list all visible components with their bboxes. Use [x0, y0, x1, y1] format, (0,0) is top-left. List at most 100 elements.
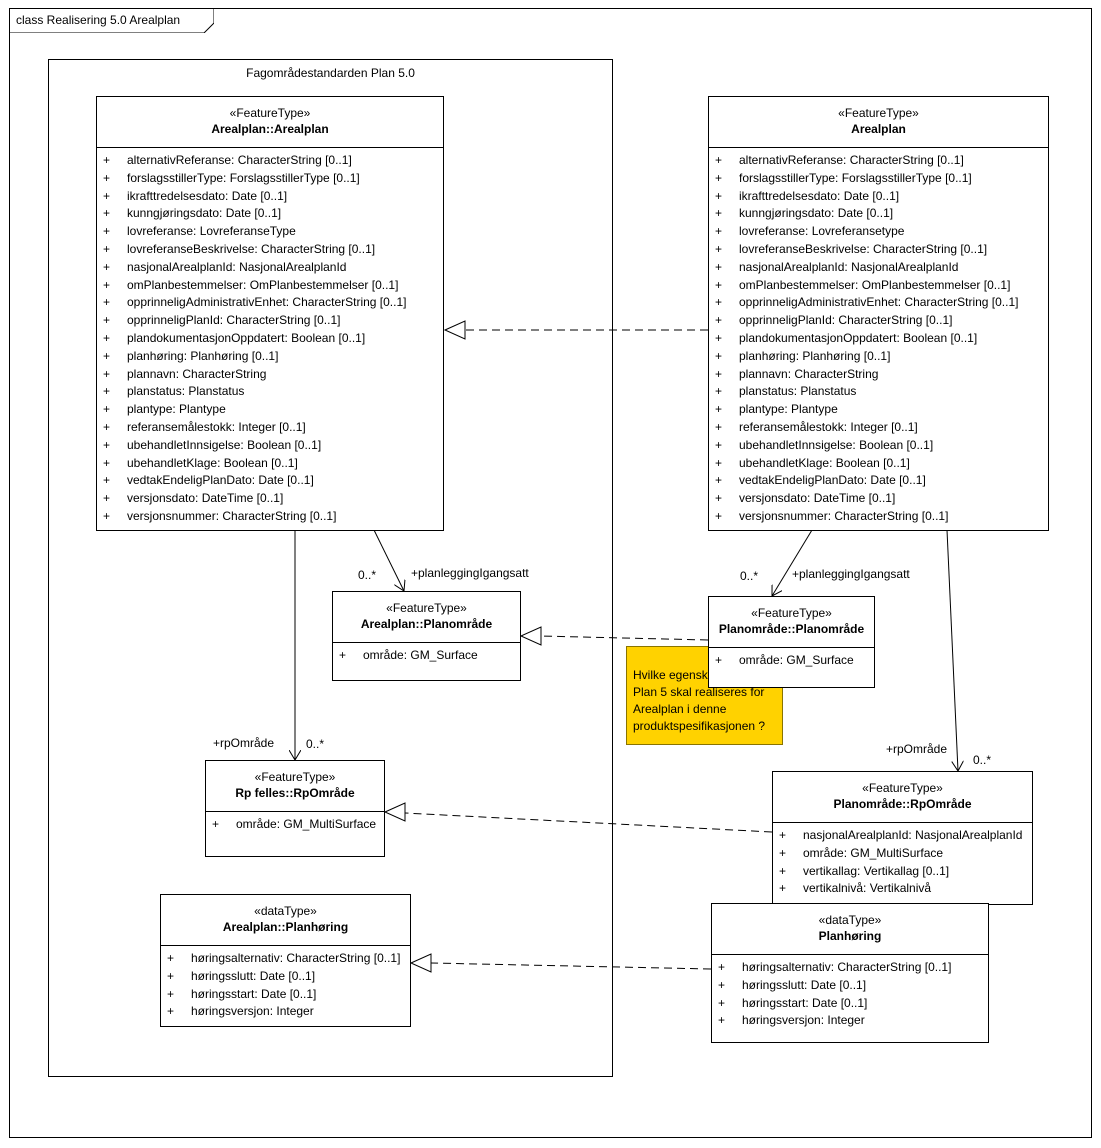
- attribute-row[interactable]: +nasjonalArealplanId: NasjonalArealplanI…: [709, 259, 1048, 277]
- attribute-text: referansemålestokk: Integer [0..1]: [127, 419, 306, 434]
- attribute-row[interactable]: +høringsstart: Date [0..1]: [712, 995, 988, 1013]
- visibility-marker: +: [715, 653, 723, 667]
- attribute-row[interactable]: +opprinneligAdministrativEnhet: Characte…: [709, 294, 1048, 312]
- attribute-row[interactable]: +ikrafttredelsesdato: Date [0..1]: [709, 188, 1048, 206]
- class-arealplan-std[interactable]: «FeatureType»Arealplan::Arealplan+altern…: [96, 96, 444, 531]
- attribute-row[interactable]: +nasjonalArealplanId: NasjonalArealplanI…: [97, 259, 443, 277]
- visibility-marker: +: [103, 170, 111, 185]
- visibility-marker: +: [715, 313, 723, 328]
- attribute-row[interactable]: +kunngjøringsdato: Date [0..1]: [97, 205, 443, 223]
- attribute-row[interactable]: +vedtakEndeligPlanDato: Date [0..1]: [709, 472, 1048, 490]
- attribute-row[interactable]: +plandokumentasjonOppdatert: Boolean [0.…: [709, 330, 1048, 348]
- attribute-row[interactable]: +alternativReferanse: CharacterString [0…: [97, 152, 443, 170]
- attribute-row[interactable]: +område: GM_MultiSurface: [773, 845, 1032, 863]
- visibility-marker: +: [167, 1004, 175, 1019]
- attribute-row[interactable]: +planstatus: Planstatus: [97, 383, 443, 401]
- attribute-text: plannavn: CharacterString: [739, 366, 879, 381]
- attribute-row[interactable]: +ubehandletInnsigelse: Boolean [0..1]: [97, 437, 443, 455]
- attribute-row[interactable]: +opprinneligPlanId: CharacterString [0..…: [97, 312, 443, 330]
- class-planhoring-impl[interactable]: «dataType»Planhøring+høringsalternativ: …: [711, 903, 989, 1043]
- visibility-marker: +: [715, 241, 723, 256]
- attribute-row[interactable]: +versjonsdato: DateTime [0..1]: [709, 490, 1048, 508]
- attribute-row[interactable]: +referansemålestokk: Integer [0..1]: [97, 419, 443, 437]
- attribute-row[interactable]: +omPlanbestemmelser: OmPlanbestemmelser …: [709, 277, 1048, 295]
- attribute-row[interactable]: +plannavn: CharacterString: [709, 366, 1048, 384]
- attribute-row[interactable]: +planhøring: Planhøring [0..1]: [709, 348, 1048, 366]
- class-stereotype: «FeatureType»: [751, 606, 832, 620]
- realization-planhoring: [409, 953, 712, 973]
- attribute-text: versjonsnummer: CharacterString [0..1]: [739, 508, 949, 523]
- attribute-row[interactable]: +versjonsnummer: CharacterString [0..1]: [709, 508, 1048, 526]
- attribute-row[interactable]: + område: GM_Surface: [709, 652, 874, 670]
- attribute-row[interactable]: +opprinneligPlanId: CharacterString [0..…: [709, 312, 1048, 330]
- attribute-compartment: + område: GM_Surface: [709, 648, 874, 670]
- class-arealplan-impl[interactable]: «FeatureType»Arealplan+alternativReferan…: [708, 96, 1049, 531]
- visibility-marker: +: [103, 295, 111, 310]
- visibility-marker: +: [715, 455, 723, 470]
- attribute-row[interactable]: +plannavn: CharacterString: [97, 366, 443, 384]
- attribute-row[interactable]: +høringsalternativ: CharacterString [0..…: [712, 959, 988, 977]
- attribute-row[interactable]: +alternativReferanse: CharacterString [0…: [709, 152, 1048, 170]
- attribute-row[interactable]: +planhøring: Planhøring [0..1]: [97, 348, 443, 366]
- attribute-row[interactable]: +høringsversjon: Integer: [161, 1003, 410, 1021]
- attribute-text: versjonsdato: DateTime [0..1]: [127, 491, 284, 506]
- attribute-row[interactable]: +lovreferanse: Lovreferansetype: [709, 223, 1048, 241]
- attribute-row[interactable]: + plantype: Plantype: [97, 401, 443, 419]
- attribute-row[interactable]: +plandokumentasjonOppdatert: Boolean [0.…: [97, 330, 443, 348]
- attribute-row[interactable]: +høringsversjon: Integer: [712, 1012, 988, 1030]
- attribute-row[interactable]: +lovreferanseBeskrivelse: CharacterStrin…: [97, 241, 443, 259]
- class-planomrade-std[interactable]: «FeatureType»Arealplan::Planområde+områd…: [332, 591, 521, 681]
- attribute-row[interactable]: +vertikallag: Vertikallag [0..1]: [773, 863, 1032, 881]
- attribute-row[interactable]: +nasjonalArealplanId: NasjonalArealplanI…: [773, 827, 1032, 845]
- attribute-row[interactable]: +ubehandletKlage: Boolean [0..1]: [97, 455, 443, 473]
- visibility-marker: +: [103, 277, 111, 292]
- visibility-marker: +: [715, 188, 723, 203]
- visibility-marker: +: [718, 995, 726, 1010]
- class-planomrade-impl[interactable]: «FeatureType»Planområde::Planområde+områ…: [708, 596, 875, 688]
- attribute-compartment: +område: GM_MultiSurface: [206, 812, 384, 834]
- attribute-row[interactable]: +forslagsstillerType: ForslagsstillerTyp…: [709, 170, 1048, 188]
- mult-left-planlegging: 0..*: [358, 568, 377, 582]
- attribute-row[interactable]: +planstatus: Planstatus: [709, 383, 1048, 401]
- visibility-marker: +: [715, 153, 723, 167]
- visibility-marker: +: [715, 277, 723, 292]
- attribute-row[interactable]: +forslagsstillerType: ForslagsstillerTyp…: [97, 170, 443, 188]
- attribute-row[interactable]: +vedtakEndeligPlanDato: Date [0..1]: [97, 472, 443, 490]
- attribute-row[interactable]: +versjonsdato: DateTime [0..1]: [97, 490, 443, 508]
- attribute-row[interactable]: +ubehandletInnsigelse: Boolean [0..1]: [709, 437, 1048, 455]
- attribute-row[interactable]: +ubehandletKlage: Boolean [0..1]: [709, 455, 1048, 473]
- attribute-row[interactable]: +versjonsnummer: CharacterString [0..1]: [97, 508, 443, 526]
- attribute-row[interactable]: +opprinneligAdministrativEnhet: Characte…: [97, 294, 443, 312]
- class-planhoring-std[interactable]: «dataType»Arealplan::Planhøring+høringsa…: [160, 894, 411, 1027]
- visibility-marker: +: [103, 402, 111, 417]
- class-header: «FeatureType»Arealplan::Arealplan: [97, 97, 443, 148]
- class-rpomrade-std[interactable]: «FeatureType»Rp felles::RpOmråde+område:…: [205, 760, 385, 857]
- class-header: «FeatureType»Rp felles::RpOmråde: [206, 761, 384, 812]
- realization-planomrade: [519, 626, 709, 646]
- attribute-row[interactable]: +plantype: Plantype: [709, 401, 1048, 419]
- attribute-row[interactable]: +høringsslutt: Date [0..1]: [161, 968, 410, 986]
- class-name: Rp felles::RpOmråde: [235, 786, 355, 800]
- visibility-marker: +: [103, 224, 111, 239]
- attribute-row[interactable]: +høringsstart: Date [0..1]: [161, 986, 410, 1004]
- class-rpomrade-impl[interactable]: «FeatureType»Planområde::RpOmråde+nasjon…: [772, 771, 1033, 905]
- attribute-text: planstatus: Planstatus: [127, 384, 245, 399]
- attribute-row[interactable]: +område: GM_MultiSurface: [206, 816, 384, 834]
- attribute-row[interactable]: +kunngjøringsdato: Date [0..1]: [709, 205, 1048, 223]
- attribute-row[interactable]: +høringsalternativ: CharacterString [0..…: [161, 950, 410, 968]
- attribute-row[interactable]: +ikrafttredelsesdato: Date [0..1]: [97, 188, 443, 206]
- attribute-text: vedtakEndeligPlanDato: Date [0..1]: [739, 473, 926, 488]
- attribute-text: område: GM_Surface: [739, 653, 854, 667]
- attribute-row[interactable]: +vertikalnivå: Vertikalnivå: [773, 880, 1032, 898]
- attribute-row[interactable]: +referansemålestokk: Integer [0..1]: [709, 419, 1048, 437]
- attribute-row[interactable]: +høringsslutt: Date [0..1]: [712, 977, 988, 995]
- attribute-row[interactable]: +omPlanbestemmelser: OmPlanbestemmelser …: [97, 277, 443, 295]
- attribute-text: opprinneligAdministrativEnhet: Character…: [739, 295, 1019, 310]
- attribute-text: planhøring: Planhøring [0..1]: [127, 348, 279, 363]
- visibility-marker: +: [718, 977, 726, 992]
- class-header: «FeatureType»Planområde::RpOmråde: [773, 772, 1032, 823]
- attribute-row[interactable]: +område: GM_Surface: [333, 647, 520, 665]
- attribute-text: plantype: Plantype: [127, 402, 226, 417]
- attribute-row[interactable]: +lovreferanseBeskrivelse: CharacterStrin…: [709, 241, 1048, 259]
- attribute-row[interactable]: +lovreferanse: LovreferanseType: [97, 223, 443, 241]
